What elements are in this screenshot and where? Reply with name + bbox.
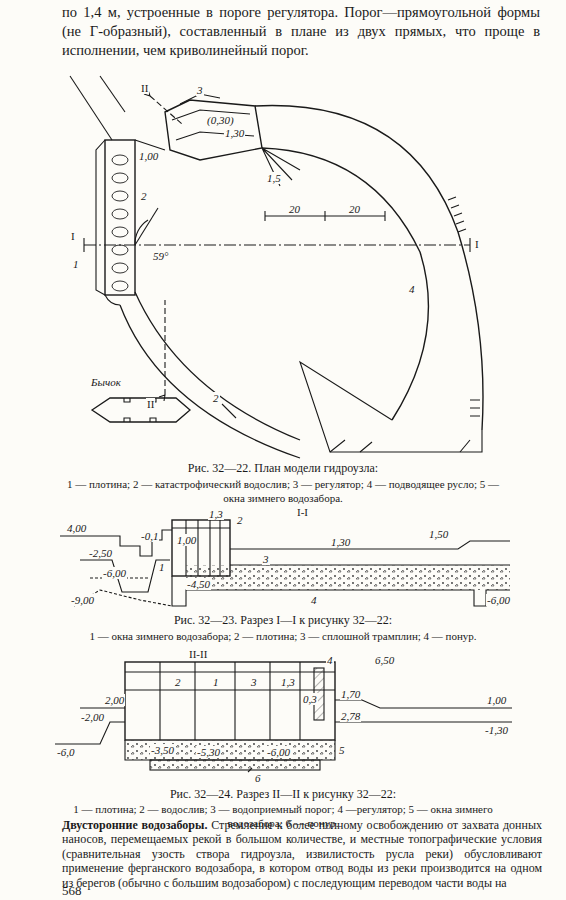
part-name: Бычок <box>90 376 122 388</box>
level-mark: -6,00 <box>486 594 511 606</box>
level-mark: -3,50 <box>150 744 175 756</box>
level-mark: -6,00 <box>102 567 127 579</box>
callout-number: 3 <box>262 553 270 565</box>
level-mark: 1,3 <box>280 676 296 688</box>
section-mark: I <box>70 230 76 242</box>
callout-number: 1 <box>72 258 80 270</box>
level-mark: -6,0 <box>56 746 75 758</box>
dimension-label: 20 <box>288 203 301 215</box>
level-mark: -5,30 <box>196 746 221 758</box>
gate-opening <box>112 155 128 165</box>
section-title: I-I <box>296 506 309 518</box>
callout-number: 2 <box>174 676 182 688</box>
paragraph: Двусторонние водозаборы. Стремление к бо… <box>62 818 542 890</box>
level-mark: 4,00 <box>66 522 87 534</box>
section-mark: II <box>140 82 149 94</box>
callout-number: 1 <box>212 676 220 688</box>
paragraph-text: по 1,4 м, устроенные в пороге регулятора… <box>62 3 540 60</box>
callout-number: 2 <box>140 190 148 202</box>
dimension-label: 1,5 <box>266 172 282 184</box>
section-title: II-II <box>188 648 208 660</box>
level-mark: 1,00 <box>176 534 197 546</box>
gate-opening <box>112 281 128 291</box>
gate-opening <box>112 209 128 219</box>
callout-number: 4 <box>408 283 416 295</box>
callout-number: 6 <box>254 772 262 784</box>
figure-caption: Рис. 32—22. План модели гидроузла: <box>40 461 526 476</box>
callout-number: 2 <box>236 514 244 526</box>
callout-number: 3 <box>196 84 204 96</box>
level-mark: -2,50 <box>88 547 113 559</box>
caption-legend: 1 — плотина; 2 — катастрофический водосл… <box>60 477 506 505</box>
dimension-label: (0,30) <box>206 114 235 126</box>
level-mark: 1,50 <box>428 528 449 540</box>
section-2-drawing <box>55 662 512 772</box>
level-mark: -2,00 <box>80 711 105 723</box>
level-mark: 2,00 <box>104 694 125 706</box>
level-mark: 1,00 <box>486 694 507 706</box>
section-1-drawing <box>60 520 510 606</box>
figure-caption: Рис. 32—23. Разрез I—I к рисунку 32—22: <box>40 613 526 628</box>
figure-caption: Рис. 32—24. Разрез II—II к рисунку 32—22… <box>40 787 526 802</box>
section-mark: II <box>146 398 155 410</box>
level-mark: 1,3 <box>208 508 224 520</box>
dimension-label: 1,30 <box>224 127 245 139</box>
caption-legend: 1 — окна зимнего водозабора; 2 — плотина… <box>60 629 506 643</box>
gate-opening <box>112 245 128 255</box>
callout-number: 1 <box>158 561 166 573</box>
plan-drawing <box>70 76 483 458</box>
level-mark: 2,78 <box>340 710 361 722</box>
callout-number: 2 <box>212 392 220 404</box>
gate-opening <box>112 173 128 183</box>
gate-opening <box>112 191 128 201</box>
level-mark: 1,70 <box>340 688 361 700</box>
callout-number: 4 <box>310 594 318 606</box>
gate-opening <box>112 263 128 273</box>
level-mark: -4,50 <box>186 578 211 590</box>
dimension-label: 1,00 <box>138 150 159 162</box>
paragraph-heading: Двусторонние водозаборы. <box>62 818 211 832</box>
angle-label: 59° <box>152 250 169 262</box>
level-mark: 6,50 <box>374 654 395 666</box>
gate-opening <box>112 227 128 237</box>
level-mark: -0,1 <box>140 530 159 542</box>
callout-number: 3 <box>250 676 258 688</box>
level-mark: -9,00 <box>70 594 95 606</box>
level-mark: -1,30 <box>484 724 509 736</box>
level-mark: -6,00 <box>266 746 291 758</box>
level-mark: 0,3 <box>302 693 318 705</box>
dimension-label: 20 <box>348 203 361 215</box>
callout-number: 5 <box>338 744 346 756</box>
callout-number: 4 <box>326 654 334 666</box>
level-mark: 1,30 <box>330 536 351 548</box>
section-mark: I <box>474 238 480 250</box>
